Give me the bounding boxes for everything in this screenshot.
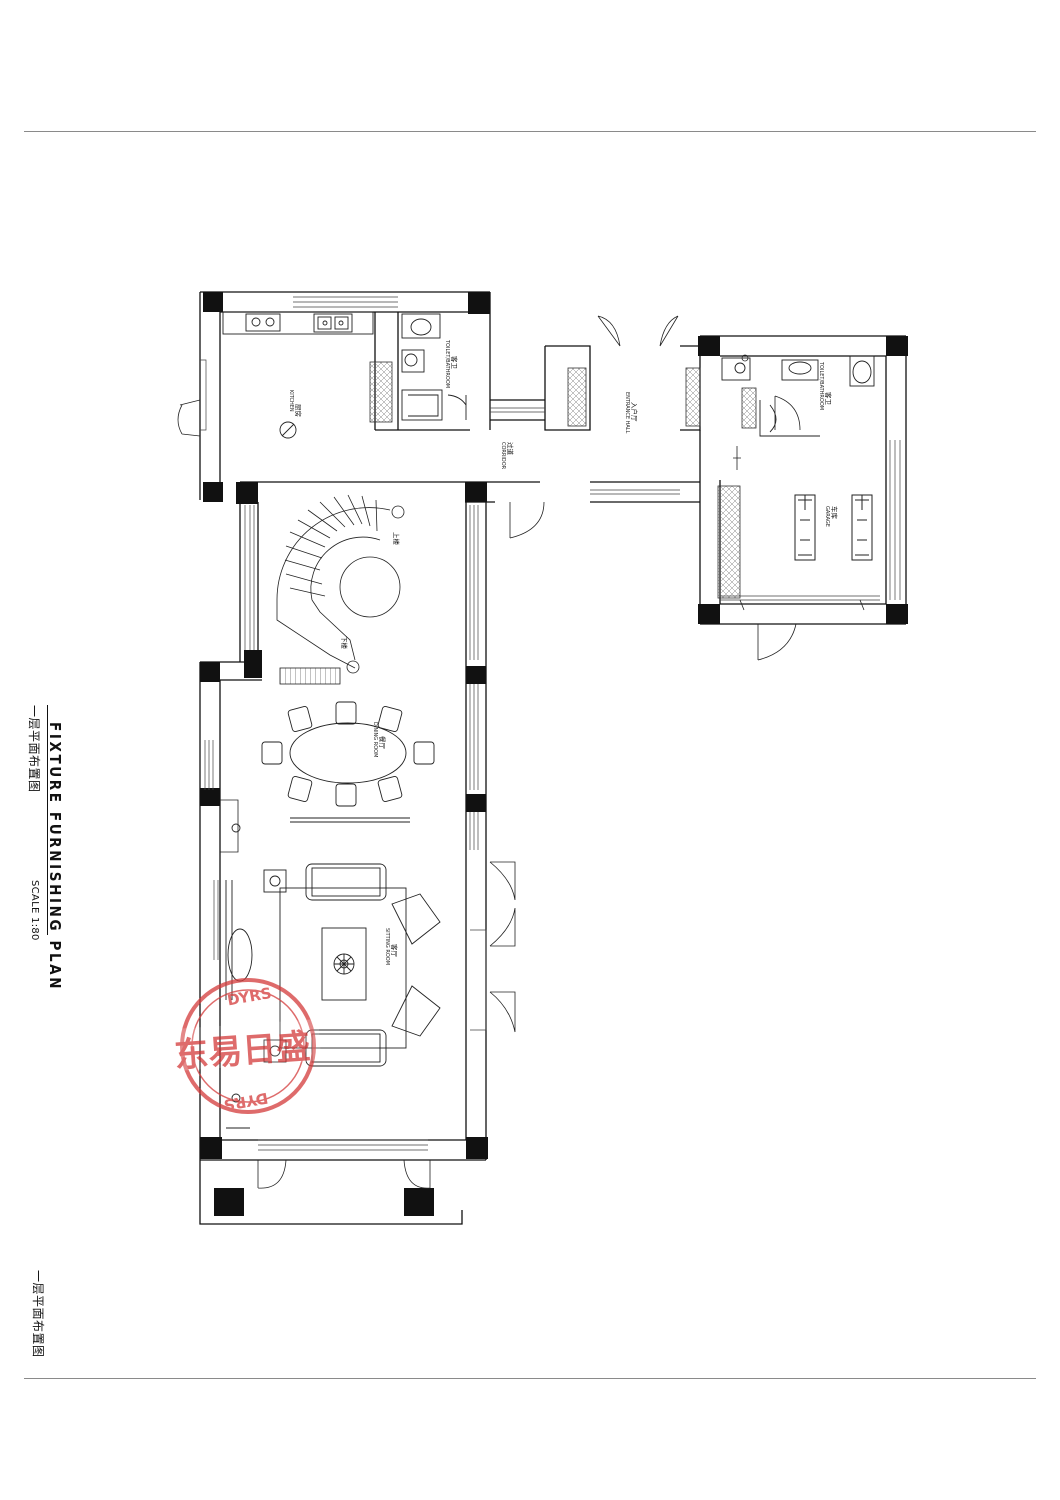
top-border-rule <box>24 131 1036 132</box>
garage-cars <box>794 494 873 561</box>
svg-text:东易日盛: 东易日盛 <box>173 1027 311 1076</box>
label-corridor: 过道 CORRIDOR <box>500 442 515 470</box>
label-bath2: 客卫 TOILET/BATHROOM <box>818 361 833 410</box>
label-living-en: SITTING ROOM <box>384 928 390 965</box>
dining-set <box>261 701 435 823</box>
kitchen-counter <box>222 311 374 335</box>
title-underline <box>47 705 48 935</box>
bath1-fixtures <box>401 313 467 421</box>
door-swings <box>177 315 801 1189</box>
kitchen-table-symbol <box>279 421 297 439</box>
hatched-cabinets <box>369 361 757 599</box>
label-dining-en: DINING ROOM <box>372 722 378 757</box>
label-garage-en: GARAGE <box>824 506 830 527</box>
label-corridor-en: CORRIDOR <box>500 442 506 470</box>
label-bath2-en: TOILET/BATHROOM <box>818 361 824 410</box>
label-entry: 入户厅 ENTRANCE HALL <box>624 392 639 434</box>
label-garage: 车库 GARAGE <box>824 506 839 527</box>
label-garage-cn: 车库 <box>830 506 839 520</box>
bottom-border-rule <box>24 1378 1036 1379</box>
label-bath1-en: TOILET/BATHROOM <box>444 339 450 388</box>
label-dining: 餐厅 DINING ROOM <box>372 722 387 757</box>
label-stair-up-text: 上楼 <box>392 532 401 546</box>
label-bath1-cn: 客卫 <box>450 356 459 370</box>
label-bath2-cn: 客卫 <box>824 392 833 406</box>
label-bath1: 客卫 TOILET/BATHROOM <box>444 339 459 388</box>
label-stair-down-text: 下楼 <box>340 636 349 650</box>
label-kitchen: 厨房 KITCHEN <box>288 390 303 417</box>
bath2-fixtures <box>721 355 875 437</box>
brand-stamp-logo: DYRS DYRS 东易日盛 <box>168 978 322 1114</box>
room-labels: 厨房 KITCHEN 客卫 TOILET/BATHROOM 入户厅 ENTRAN… <box>288 339 839 965</box>
svg-text:DYRS: DYRS <box>226 984 273 1009</box>
label-dining-cn: 餐厅 <box>378 736 387 750</box>
spiral-stair <box>276 494 405 685</box>
exterior-walls <box>199 291 907 1225</box>
label-stair-down: 下楼 <box>340 636 349 650</box>
label-living: 客厅 SITTING ROOM <box>384 928 399 965</box>
label-corridor-cn: 过道 <box>506 442 515 456</box>
window-bands <box>200 296 901 1151</box>
label-kitchen-en: KITCHEN <box>288 390 294 412</box>
structural-columns <box>200 292 908 1216</box>
label-living-cn: 客厅 <box>390 944 399 958</box>
label-kitchen-cn: 厨房 <box>294 404 303 417</box>
label-entry-en: ENTRANCE HALL <box>624 392 630 434</box>
living-set <box>225 823 441 1129</box>
label-stair-up: 上楼 <box>392 532 401 546</box>
label-entry-cn: 入户厅 <box>630 402 639 422</box>
fixture-markers <box>220 354 865 853</box>
